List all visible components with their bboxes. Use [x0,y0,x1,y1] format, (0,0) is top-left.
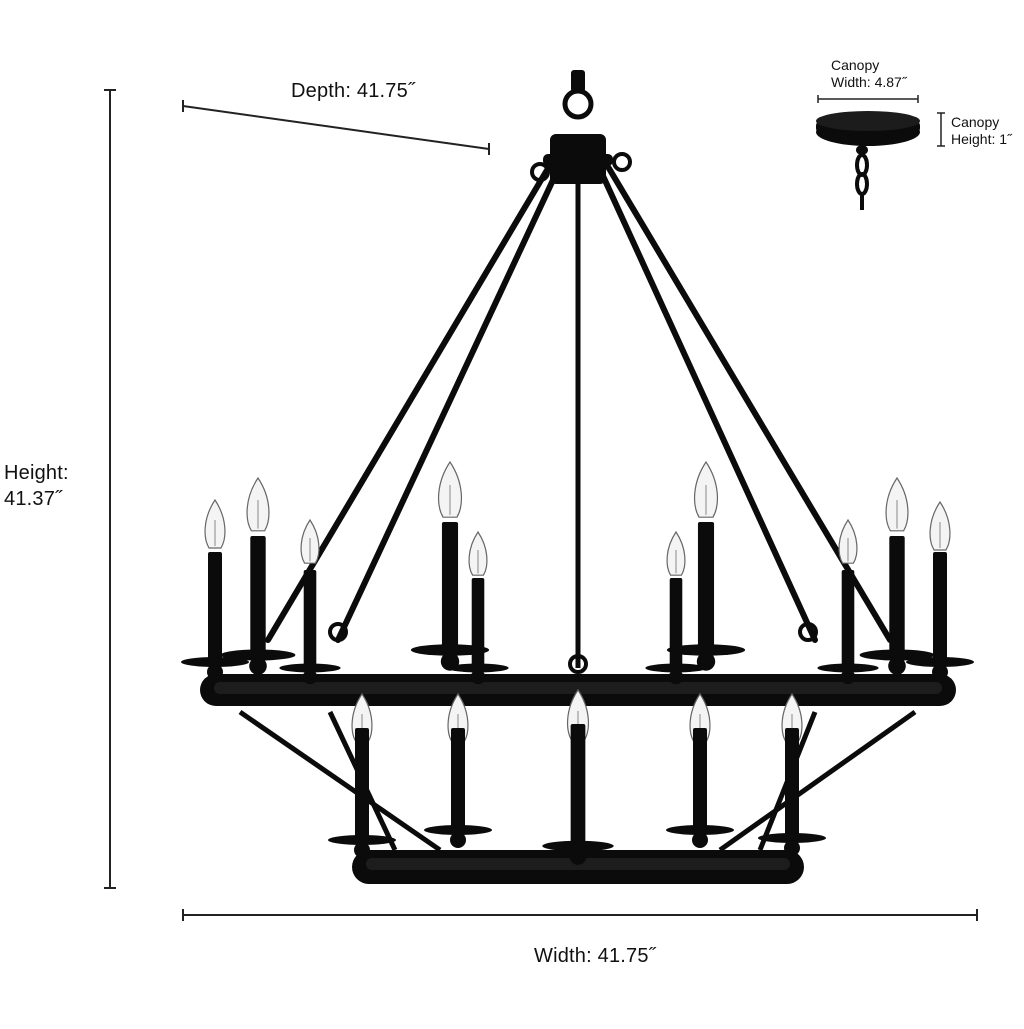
drip-pan [181,657,249,667]
canopy-height-label-line2: Height: 1˝ [951,131,1012,147]
candle-sleeve [250,536,266,655]
candle-cup [692,832,708,848]
candle-cup [354,842,370,858]
candle-cup [932,664,948,680]
drip-pan [906,657,974,667]
height-label-line2: 41.37˝ [4,488,62,510]
drip-pan [410,644,490,656]
candle-sleeve [889,536,905,655]
candle-sleeve [303,570,317,668]
drip-pan [758,833,826,843]
support-arm [335,162,563,643]
candle-cup [668,669,684,685]
drip-pan [279,663,341,673]
arm-hook [530,162,550,182]
arm-hook [612,152,632,172]
chandelier-icon [181,70,974,884]
candle-sleeve [570,724,586,846]
chain-icon [855,153,869,210]
candle-cup [888,657,906,675]
canopy-width-label-line2: Width: 4.87˝ [831,74,907,90]
candle-cup [840,669,856,685]
candle-sleeve [471,578,485,668]
candle-cup [302,669,318,685]
candle-sleeve [355,728,369,840]
drip-pan [666,644,746,656]
candle-cup [784,840,800,856]
canopy-height-dimension-line [937,112,945,147]
height-dimension-line [104,89,116,889]
candle-sleeve [451,728,465,830]
candle-cup [207,664,223,680]
canopy-width-label-line1: Canopy [831,57,880,73]
width-dimension-line [182,909,978,921]
support-arm [595,162,818,643]
width-label: Width: 41.75˝ [534,945,656,967]
depth-dimension-line [182,100,490,155]
candle-sleeve [933,552,947,662]
support-arm [601,157,893,643]
candle-sleeve [697,522,715,650]
support-arm [265,157,556,643]
top-ring [562,88,594,120]
candle-sleeve [693,728,707,830]
candle-sleeve [208,552,222,662]
top-chain [571,70,585,92]
candle-sleeve [441,522,459,650]
candle-cup [249,657,267,675]
arm-hook [328,622,348,642]
arm-hook [568,654,588,674]
drip-pan [220,649,296,661]
depth-label: Depth: 41.75˝ [291,80,415,102]
candle-sleeve [841,570,855,668]
drip-pan [542,840,614,852]
drip-pan [447,663,509,673]
canopy-height-label-line1: Canopy [951,114,1000,130]
upper-ring-inner [214,682,942,694]
drip-pan [859,649,935,661]
drip-pan [328,835,396,845]
candle-cup [569,848,587,865]
drip-pan [666,825,734,835]
height-label-line1: Height: [4,462,69,484]
drip-pan [424,825,492,835]
candle-sleeve [785,728,799,838]
candle-sleeve [669,578,683,668]
arm-hook [798,622,818,642]
candle-cup [450,832,466,848]
lower-strut [238,709,442,853]
candle-cup [470,669,486,685]
lower-strut [718,709,917,853]
drip-pan [645,663,707,673]
canopy-icon [816,111,920,155]
drip-pan [817,663,879,673]
canopy-width-dimension-line [817,95,919,103]
